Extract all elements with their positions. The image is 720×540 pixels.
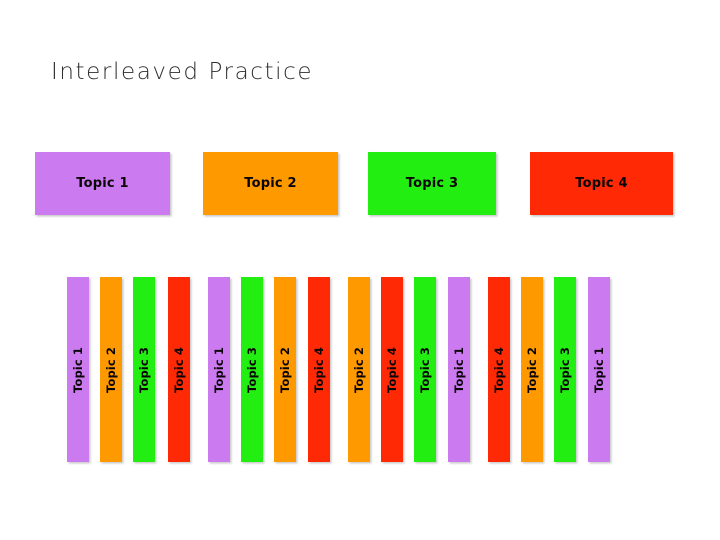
sequence-bar: Topic 1	[588, 277, 610, 462]
legend-box-topic-1: Topic 1	[35, 152, 170, 215]
sequence-bar: Topic 2	[521, 277, 543, 462]
sequence-bar-label-wrap: Topic 4	[488, 277, 510, 462]
sequence-bar-label-wrap: Topic 3	[241, 277, 263, 462]
legend-box-label: Topic 2	[244, 176, 297, 191]
sequence-bar: Topic 4	[308, 277, 330, 462]
sequence-bar-label-wrap: Topic 4	[168, 277, 190, 462]
legend-box-label: Topic 1	[76, 176, 129, 191]
sequence-bar-label: Topic 2	[525, 346, 540, 393]
sequence-bar: Topic 2	[348, 277, 370, 462]
sequence-bar-label: Topic 3	[418, 346, 433, 393]
sequence-bar-label-wrap: Topic 2	[274, 277, 296, 462]
sequence-bar-label: Topic 1	[212, 346, 227, 393]
sequence-bar-label-wrap: Topic 3	[133, 277, 155, 462]
sequence-bar-label-wrap: Topic 2	[348, 277, 370, 462]
legend-box-topic-2: Topic 2	[203, 152, 338, 215]
topic-legend: Topic 1 Topic 2 Topic 3 Topic 4	[0, 152, 720, 216]
sequence-bar: Topic 3	[241, 277, 263, 462]
legend-box-label: Topic 3	[405, 176, 459, 191]
sequence-bar: Topic 3	[133, 277, 155, 462]
sequence-bar-label: Topic 3	[245, 346, 260, 393]
sequence-bar: Topic 1	[208, 277, 230, 462]
sequence-bar: Topic 1	[67, 277, 89, 462]
sequence-bar-label-wrap: Topic 3	[414, 277, 436, 462]
sequence-bar-label: Topic 4	[172, 346, 187, 393]
sequence-bar-label: Topic 1	[71, 346, 86, 393]
sequence-bar: Topic 2	[100, 277, 122, 462]
sequence-bar-label: Topic 2	[352, 346, 367, 393]
sequence-bar-label-wrap: Topic 4	[381, 277, 403, 462]
sequence-bar-label: Topic 1	[452, 346, 467, 393]
sequence-bar-label: Topic 4	[312, 346, 327, 393]
sequence-bar-label-wrap: Topic 1	[208, 277, 230, 462]
sequence-bar-label: Topic 1	[592, 346, 607, 393]
sequence-bar: Topic 1	[448, 277, 470, 462]
sequence-bar: Topic 4	[381, 277, 403, 462]
legend-box-label: Topic 4	[575, 176, 628, 191]
legend-box-topic-3: Topic 3	[368, 152, 496, 215]
sequence-bar: Topic 4	[168, 277, 190, 462]
sequence-bar: Topic 3	[554, 277, 576, 462]
sequence-bar-label: Topic 4	[492, 346, 507, 393]
sequence-bar: Topic 2	[274, 277, 296, 462]
sequence-bar-label: Topic 2	[278, 346, 293, 393]
sequence-bar-label-wrap: Topic 2	[100, 277, 122, 462]
sequence-bar-label-wrap: Topic 3	[554, 277, 576, 462]
sequence-bar-label-wrap: Topic 4	[308, 277, 330, 462]
sequence-bar: Topic 4	[488, 277, 510, 462]
sequence-bar-label-wrap: Topic 2	[521, 277, 543, 462]
sequence-bar-label: Topic 4	[385, 346, 400, 393]
sequence-bar-label: Topic 3	[558, 346, 573, 393]
sequence-bar-label: Topic 2	[104, 346, 119, 393]
sequence-bar-label-wrap: Topic 1	[588, 277, 610, 462]
sequence-bar: Topic 3	[414, 277, 436, 462]
practice-sequence-bars: Topic 1 Topic 2 Topic 3 Topic 4 Topic 1 Topic…	[0, 277, 720, 463]
legend-box-topic-4: Topic 4	[530, 152, 673, 215]
sequence-bar-label: Topic 3	[137, 346, 152, 393]
sequence-bar-label-wrap: Topic 1	[448, 277, 470, 462]
sequence-bar-label-wrap: Topic 1	[67, 277, 89, 462]
page-title: Interleaved Practice	[51, 59, 314, 85]
